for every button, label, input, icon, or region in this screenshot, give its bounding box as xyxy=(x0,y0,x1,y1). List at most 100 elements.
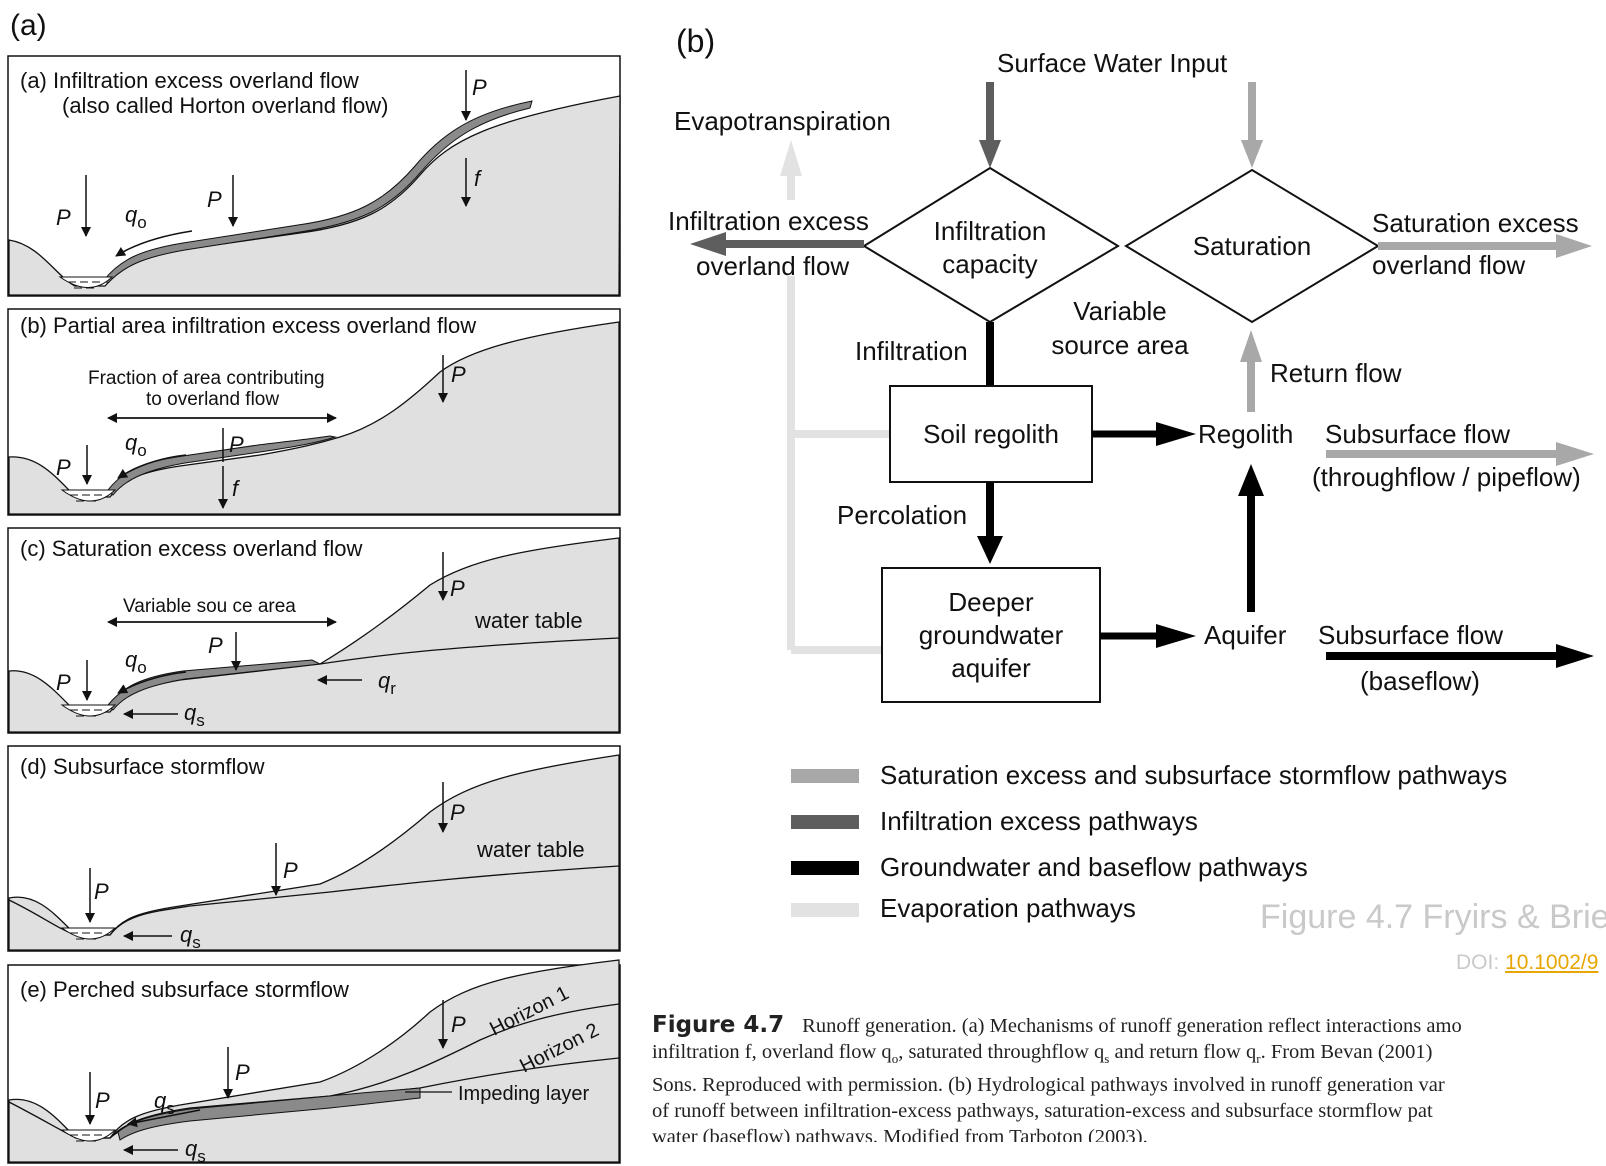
panel-b-label: (b) xyxy=(676,23,715,59)
infiltration-capacity-label-2: capacity xyxy=(942,249,1037,279)
deeper-label-2: groundwater xyxy=(919,620,1064,650)
infiltration-excess-label-2: overland flow xyxy=(696,251,849,281)
percolation-label: Percolation xyxy=(837,500,967,530)
infiltration-capacity-label-1: Infiltration xyxy=(934,216,1047,246)
throughflow-arrow xyxy=(1556,442,1594,466)
qs-label: qs xyxy=(184,700,205,730)
water-table-c xyxy=(319,637,620,665)
water-table-d xyxy=(8,865,620,936)
surface-input-arrow-dark xyxy=(979,140,1001,168)
legend-label: Groundwater and baseflow pathways xyxy=(880,852,1308,882)
subpanel-d: (d) Subsurface stormflow water table P P… xyxy=(7,745,621,952)
subpanel-c: (c) Saturation excess overland flow Vari… xyxy=(7,527,621,734)
qs-label: qs xyxy=(185,1136,206,1166)
infiltration-label: Infiltration xyxy=(855,336,968,366)
aquifer-label: Aquifer xyxy=(1204,620,1287,650)
surface-input-arrow-light xyxy=(1241,140,1263,168)
legend-swatch xyxy=(791,861,859,875)
qs-label: qs xyxy=(154,1088,175,1118)
subpanel-b-title: (b) Partial area infiltration excess ove… xyxy=(20,313,476,338)
deeper-groundwater-box xyxy=(881,567,1101,703)
precip-label: P xyxy=(451,362,466,387)
variable-source-label-1: Variable xyxy=(1073,296,1166,326)
panel-a-label: (a) xyxy=(10,9,47,42)
subpanel-a: (a) Infiltration excess overland flow (a… xyxy=(7,55,621,297)
variable-area-label: Variable sou ce area xyxy=(123,596,296,617)
precip-label: P xyxy=(208,633,223,658)
legend-swatch xyxy=(791,903,859,917)
doi-link[interactable]: 10.1002/9 xyxy=(1505,951,1599,974)
evapotranspiration-label: Evapotranspiration xyxy=(674,106,891,136)
water-table-label: water table xyxy=(476,837,585,862)
throughflow-label: (throughflow / pipeflow) xyxy=(1312,462,1581,492)
precip-label: P xyxy=(207,187,222,212)
subpanel-e: (e) Perched subsurface stormflow Horizon… xyxy=(7,959,621,1166)
percolation-arrow xyxy=(977,536,1003,564)
qs-label: qs xyxy=(180,922,201,952)
baseflow-label: (baseflow) xyxy=(1360,666,1480,696)
perched-flow-band-e xyxy=(117,1087,421,1141)
soil-to-regolith-arrow xyxy=(1156,422,1196,446)
horizon-boundary-e xyxy=(109,1003,620,1139)
subpanel-a-title-1: (a) Infiltration excess overland flow xyxy=(20,68,359,93)
regolith-label: Regolith xyxy=(1198,419,1293,449)
saturation-diamond xyxy=(1124,168,1380,324)
variable-source-label-2: source area xyxy=(1051,330,1189,360)
subpanel-b: (b) Partial area infiltration excess ove… xyxy=(7,308,621,516)
doi-watermark: DOI: 10.1002/9 xyxy=(1456,951,1606,975)
caption-line-2: infiltration f, overland flow qo, satura… xyxy=(652,1041,1433,1067)
precip-label: P xyxy=(95,1088,110,1113)
doi-prefix: DOI: xyxy=(1456,951,1506,974)
subpanel-e-title: (e) Perched subsurface stormflow xyxy=(20,977,349,1002)
precip-label: P xyxy=(94,879,109,904)
saturation-excess-label-1: Saturation excess xyxy=(1372,208,1579,238)
water-table-label: water table xyxy=(474,608,583,633)
aquifer-to-regolith-arrow xyxy=(1238,464,1264,496)
precip-label: P xyxy=(56,205,71,230)
figure-watermark: Figure 4.7 Fryirs & Brie xyxy=(1260,898,1606,936)
qo-label: qo xyxy=(125,430,147,460)
deeper-label-1: Deeper xyxy=(948,587,1034,617)
saturation-label: Saturation xyxy=(1193,231,1312,261)
caption-line-4: of runoff between infiltration-excess pa… xyxy=(652,1100,1433,1123)
impeding-layer-label: Impeding layer xyxy=(458,1083,590,1105)
legend: Saturation excess and subsurface stormfl… xyxy=(791,760,1507,923)
return-flow-arrow xyxy=(1240,330,1262,362)
legend-swatch xyxy=(791,769,859,783)
precip-label: P xyxy=(450,800,465,825)
precip-label: P xyxy=(472,75,487,100)
qo-label: qo xyxy=(125,647,147,677)
caption-line-1: Runoff generation. (a) Mechanisms of run… xyxy=(802,1015,1462,1037)
caption-line-5: water (baseflow) pathways. Modified from… xyxy=(652,1126,1148,1142)
precip-label: P xyxy=(450,576,465,601)
deeper-to-aquifer-arrow xyxy=(1156,624,1196,648)
evapotranspiration-arrowhead xyxy=(780,140,802,176)
caption-label: Figure 4.7 xyxy=(652,1012,785,1038)
soil-regolith-label: Soil regolith xyxy=(923,419,1059,449)
fraction-label-2: to overland flow xyxy=(146,389,279,410)
baseflow-arrow xyxy=(1556,644,1594,668)
infiltration-f-label: f xyxy=(474,166,483,191)
precip-label: P xyxy=(451,1012,466,1037)
subpanel-a-title-2: (also called Horton overland flow) xyxy=(62,93,389,118)
saturation-excess-arrow xyxy=(1556,234,1592,258)
precip-label: P xyxy=(56,455,71,480)
saturation-excess-label-2: overland flow xyxy=(1372,250,1525,280)
subsurface-flow-label-1: Subsurface flow xyxy=(1325,419,1510,449)
return-flow-label: Return flow xyxy=(1270,358,1402,388)
infiltration-excess-label-1: Infiltration excess xyxy=(668,206,869,236)
legend-label: Evaporation pathways xyxy=(880,893,1136,923)
deeper-label-3: aquifer xyxy=(951,653,1031,683)
infiltration-f-label: f xyxy=(232,476,241,501)
subpanel-c-title: (c) Saturation excess overland flow xyxy=(20,536,362,561)
overland-flow-band-a xyxy=(103,100,533,284)
fraction-label-1: Fraction of area contributing xyxy=(88,368,325,389)
qo-label: qo xyxy=(125,202,147,232)
infiltration-excess-arrow xyxy=(690,232,726,256)
caption-line-3: Sons. Reproduced with permission. (b) Hy… xyxy=(652,1074,1445,1097)
legend-label: Saturation excess and subsurface stormfl… xyxy=(880,760,1507,790)
qr-label: qr xyxy=(378,668,396,698)
legend-label: Infiltration excess pathways xyxy=(880,806,1198,836)
subpanel-d-title: (d) Subsurface stormflow xyxy=(20,754,265,779)
